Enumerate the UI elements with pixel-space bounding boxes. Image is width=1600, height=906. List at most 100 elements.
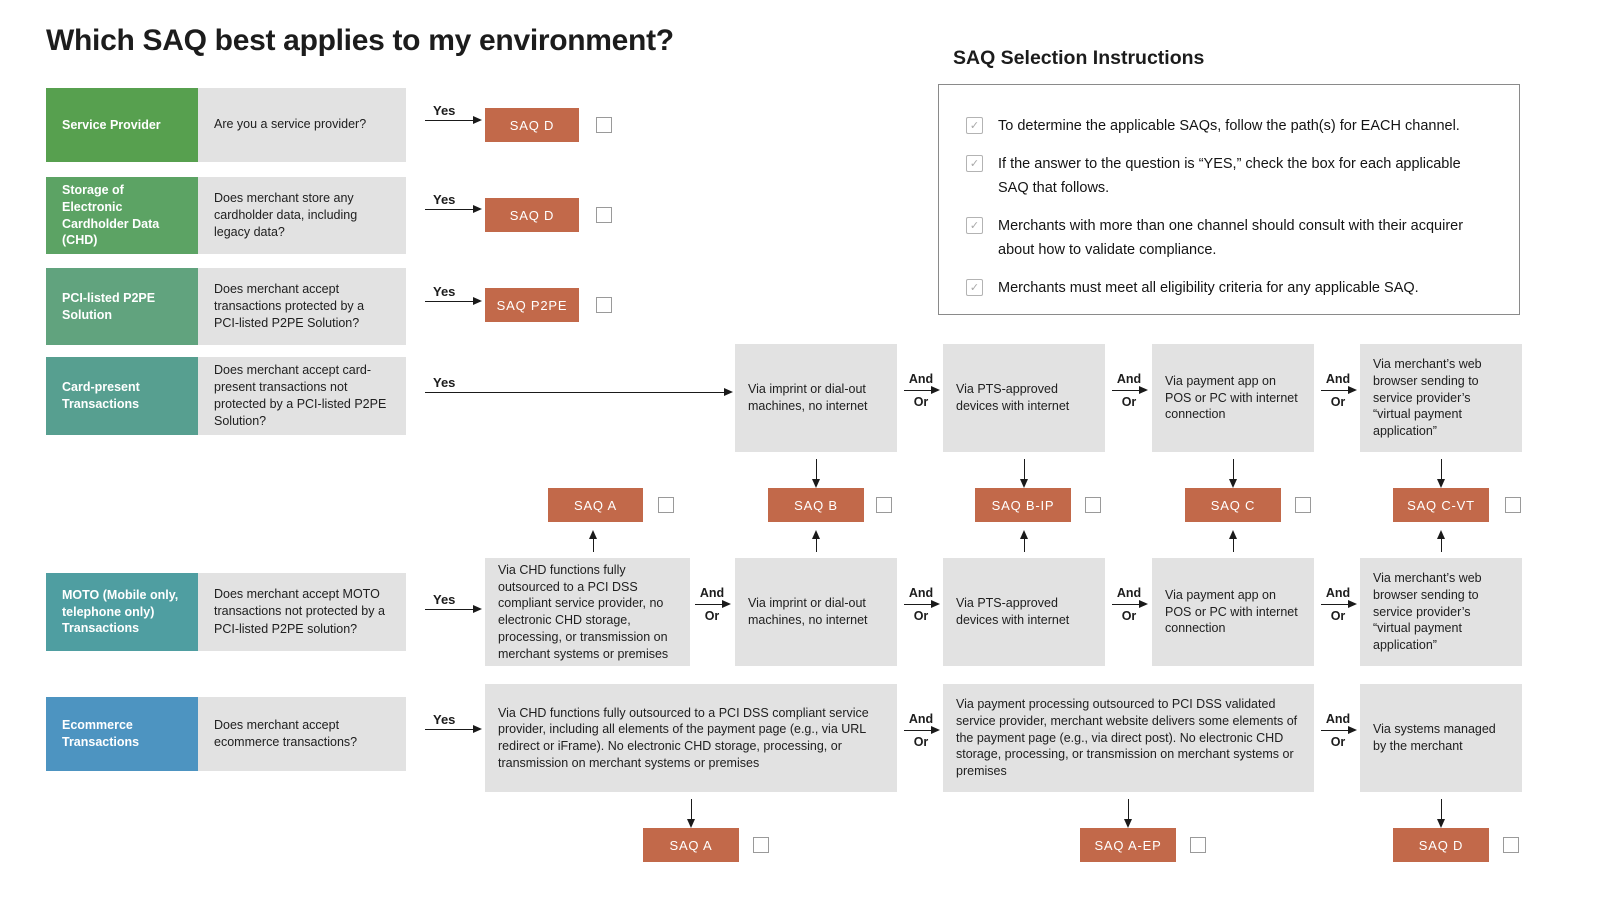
saq-a-ep-checkbox[interactable] [1190, 837, 1206, 853]
and-or-connector: And Or [1318, 586, 1358, 624]
arrow-line [425, 297, 482, 305]
instruction-text: Merchants must meet all eligibility crit… [998, 280, 1419, 297]
saq-d-box: SAQ D [485, 198, 579, 232]
saq-d-bottom-box: SAQ D [1393, 828, 1489, 862]
and-label: And [908, 372, 934, 386]
flow-ecommerce-3: Via systems managed by the merchant [1360, 684, 1522, 792]
saq-d-checkbox[interactable] [596, 117, 612, 133]
yes-label: Yes [433, 592, 456, 607]
saq-a-ep-box: SAQ A-EP [1080, 828, 1176, 862]
instructions-title: SAQ Selection Instructions [953, 47, 1205, 69]
yes-arrow: Yes [425, 192, 482, 213]
down-arrow-icon [1123, 799, 1132, 828]
down-arrow-icon [1436, 799, 1445, 828]
up-arrow-icon [1019, 530, 1028, 552]
instruction-item: ✓ If the answer to the question is “YES,… [966, 153, 1495, 200]
flow-ecommerce-1: Via CHD functions fully outsourced to a … [485, 684, 897, 792]
row-ecommerce-question: Does merchant accept ecommerce transacti… [198, 697, 406, 771]
checked-checkbox-icon[interactable]: ✓ [966, 279, 983, 297]
row-p2pe-label: PCI-listed P2PE Solution [46, 268, 198, 345]
row-ecommerce-label: Ecommerce Transactions [46, 697, 198, 771]
saq-a-bottom-box: SAQ A [643, 828, 739, 862]
saq-a-bottom-checkbox[interactable] [753, 837, 769, 853]
saq-b-ip-checkbox[interactable] [1085, 497, 1101, 513]
flow-moto-5: Via merchant’s web browser sending to se… [1360, 558, 1522, 666]
and-label: And [908, 586, 934, 600]
flow-card-present-4: Via merchant’s web browser sending to se… [1360, 344, 1522, 452]
or-label: Or [913, 735, 929, 749]
yes-label: Yes [433, 712, 456, 727]
and-or-connector: And Or [901, 712, 941, 750]
arrow-line [904, 386, 940, 394]
row-storage-chd-question: Does merchant store any cardholder data,… [198, 177, 406, 254]
or-label: Or [1330, 735, 1346, 749]
yes-arrow: Yes [425, 103, 482, 124]
saq-p2pe-checkbox[interactable] [596, 297, 612, 313]
saq-b-ip-box: SAQ B-IP [975, 488, 1071, 522]
flow-card-present-2: Via PTS-approved devices with internet [943, 344, 1105, 452]
saq-b-checkbox[interactable] [876, 497, 892, 513]
and-label: And [1116, 586, 1142, 600]
and-or-connector: And Or [1318, 712, 1358, 750]
row-card-present-label: Card-present Transactions [46, 357, 198, 435]
instruction-text: To determine the applicable SAQs, follow… [998, 118, 1460, 134]
saq-a-checkbox[interactable] [658, 497, 674, 513]
or-label: Or [913, 395, 929, 409]
instruction-item: ✓ Merchants must meet all eligibility cr… [966, 277, 1495, 300]
yes-label: Yes [433, 103, 456, 118]
arrow-line [904, 600, 940, 608]
arrow-line [425, 116, 482, 124]
yes-arrow-long: Yes [425, 375, 733, 396]
yes-label: Yes [433, 375, 456, 390]
and-or-connector: And Or [901, 372, 941, 410]
row-moto-question: Does merchant accept MOTO transactions n… [198, 573, 406, 651]
arrow-line [1321, 600, 1357, 608]
row-p2pe-question: Does merchant accept transactions protec… [198, 268, 406, 345]
down-arrow-icon [686, 799, 695, 828]
flow-moto-3: Via PTS-approved devices with internet [943, 558, 1105, 666]
instruction-text: If the answer to the question is “YES,” … [998, 156, 1461, 196]
instruction-item: ✓ To determine the applicable SAQs, foll… [966, 115, 1495, 138]
and-label: And [1325, 372, 1351, 386]
saq-c-box: SAQ C [1185, 488, 1281, 522]
saq-c-vt-checkbox[interactable] [1505, 497, 1521, 513]
yes-label: Yes [433, 192, 456, 207]
checked-checkbox-icon[interactable]: ✓ [966, 117, 983, 134]
down-arrow-icon [1436, 459, 1445, 488]
and-label: And [699, 586, 725, 600]
saq-c-vt-box: SAQ C-VT [1393, 488, 1489, 522]
saq-d-checkbox[interactable] [596, 207, 612, 223]
and-or-connector: And Or [692, 586, 732, 624]
and-or-connector: And Or [1318, 372, 1358, 410]
up-arrow-icon [1228, 530, 1237, 552]
saq-c-checkbox[interactable] [1295, 497, 1311, 513]
flow-moto-2: Via imprint or dial-out machines, no int… [735, 558, 897, 666]
or-label: Or [1121, 609, 1137, 623]
up-arrow-icon [588, 530, 597, 552]
instruction-text: Merchants with more than one channel sho… [998, 218, 1464, 258]
or-label: Or [1330, 395, 1346, 409]
flow-moto-4: Via payment app on POS or PC with intern… [1152, 558, 1314, 666]
saq-a-box: SAQ A [548, 488, 643, 522]
row-storage-chd-label: Storage of Electronic Cardholder Data (C… [46, 177, 198, 254]
arrow-line [904, 726, 940, 734]
saq-b-box: SAQ B [768, 488, 864, 522]
up-arrow-icon [1436, 530, 1445, 552]
row-service-provider-label: Service Provider [46, 88, 198, 162]
saq-d-box: SAQ D [485, 108, 579, 142]
arrow-line [1321, 386, 1357, 394]
up-arrow-icon [811, 530, 820, 552]
or-label: Or [913, 609, 929, 623]
arrow-line [425, 388, 733, 396]
checked-checkbox-icon[interactable]: ✓ [966, 155, 983, 173]
and-label: And [1116, 372, 1142, 386]
or-label: Or [1121, 395, 1137, 409]
yes-arrow: Yes [425, 592, 482, 613]
arrow-line [425, 605, 482, 613]
saq-d-bottom-checkbox[interactable] [1503, 837, 1519, 853]
page-title: Which SAQ best applies to my environment… [46, 24, 674, 57]
checked-checkbox-icon[interactable]: ✓ [966, 217, 983, 235]
arrow-line [1112, 600, 1148, 608]
instruction-item: ✓ Merchants with more than one channel s… [966, 215, 1495, 262]
